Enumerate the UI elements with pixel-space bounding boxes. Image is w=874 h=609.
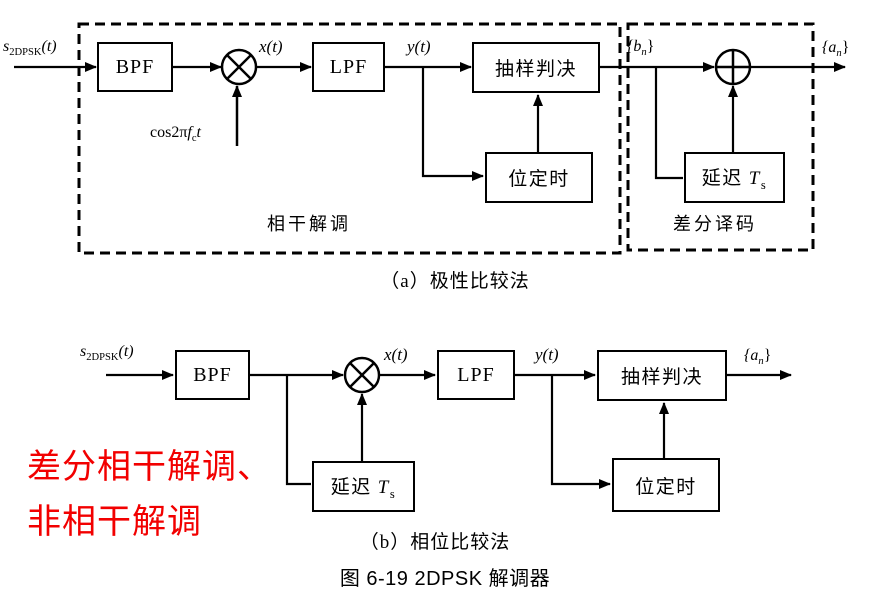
block-bpf-b-label: BPF: [193, 363, 232, 386]
block-sampling-decision-a: 抽样判决: [472, 42, 600, 93]
bpf-branch-to-delay-b: [285, 375, 311, 486]
signal-label-an-b: {an}: [744, 347, 772, 368]
group-label-differential-decoding: 差分译码: [673, 214, 757, 234]
signal-label-xt-b: x(t): [384, 345, 408, 364]
coherent-demod-dashed-box: [77, 22, 622, 255]
block-sampling-decision-b-label: 抽样判决: [620, 367, 703, 388]
block-sampling-decision-b: 抽样判决: [597, 350, 727, 401]
block-lpf-b-label: LPF: [457, 363, 495, 386]
multiplier-cross-2-a: [226, 54, 252, 80]
signal-label-input-b: s2DPSK(t): [80, 343, 134, 364]
signal-label-an-a: {an}: [822, 39, 850, 60]
diagram-b-connectors: [106, 356, 792, 489]
annotation-red-line2: 非相干解调: [27, 503, 202, 541]
signal-label-yt-b: y(t): [535, 345, 559, 364]
differential-decode-dashed-box: [626, 22, 815, 252]
group-label-coherent-demod: 相干解调: [267, 214, 351, 234]
signal-label-bn-a: {bn}: [627, 38, 655, 59]
block-sampling-decision-a-label: 抽样判决: [494, 59, 577, 80]
block-bit-timing-b: 位定时: [612, 458, 720, 512]
caption-a: （a）极性比较法: [380, 271, 530, 292]
yt-branch-to-bittiming-b: [550, 375, 611, 489]
block-bit-timing-a: 位定时: [485, 152, 593, 203]
block-bpf-a: BPF: [97, 42, 173, 92]
block-lpf-a: LPF: [312, 42, 385, 92]
diagram-a-connectors: [14, 22, 846, 255]
block-bit-timing-a-label: 位定时: [508, 169, 570, 190]
figure-title: 图 6-19 2DPSK 解调器: [339, 568, 551, 590]
block-bpf-b: BPF: [175, 350, 250, 400]
block-lpf-a-label: LPF: [329, 55, 368, 78]
block-bpf-a-label: BPF: [115, 55, 155, 78]
block-lpf-b: LPF: [437, 350, 515, 400]
multiplier-cross-2-b: [349, 362, 375, 388]
signal-label-carrier-a: cos2πfct: [150, 124, 201, 145]
signal-label-yt-a: y(t): [407, 37, 431, 56]
signal-label-input-a: s2DPSK(t): [3, 38, 57, 59]
yt-branch-to-bittiming-a: [421, 67, 484, 181]
bn-branch-to-delay-a: [654, 67, 683, 180]
annotation-red-line1: 差分相干解调、: [27, 448, 272, 486]
block-bit-timing-b-label: 位定时: [635, 476, 697, 498]
signal-label-xt-a: x(t): [259, 37, 283, 56]
caption-b: （b）相位比较法: [359, 532, 511, 553]
